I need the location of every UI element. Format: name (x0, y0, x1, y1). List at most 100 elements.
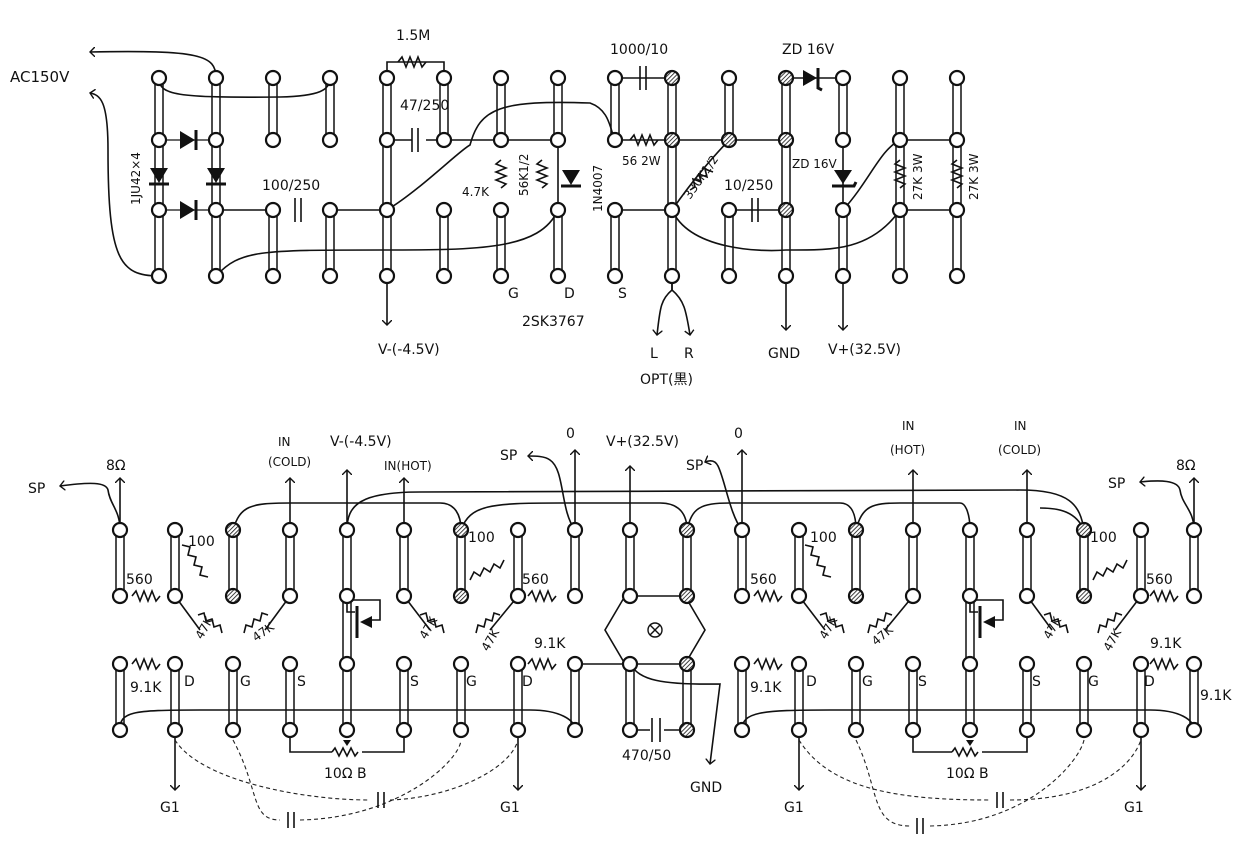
terminal-strip (513, 663, 523, 731)
terminal-strip (439, 209, 449, 277)
label-r47k-8: 47K (1100, 625, 1124, 653)
label-cap-4: 10/250 (724, 178, 773, 194)
solder-node (1075, 655, 1093, 673)
solder-node (733, 721, 751, 739)
solder-node (1018, 587, 1036, 605)
transistor-icon (978, 606, 995, 638)
solder-node (321, 131, 339, 149)
solder-node (777, 131, 795, 149)
solder-node (733, 587, 751, 605)
transistor-icon (355, 606, 372, 638)
solder-node (904, 655, 922, 673)
solder-node (606, 267, 624, 285)
solder-node (207, 201, 225, 219)
solder-node (1132, 721, 1150, 739)
terminal-strip (851, 663, 861, 731)
terminal-strip (285, 529, 295, 597)
terminal-strip (170, 663, 180, 731)
label-r47k-2: 47K (250, 619, 278, 644)
label-sp-mid-left: SP (500, 448, 517, 464)
solder-node (492, 201, 510, 219)
terminal-strip (570, 663, 580, 731)
terminal-strip (399, 529, 409, 597)
solder-node (961, 721, 979, 739)
terminal-strip (553, 77, 563, 141)
label-resistor-4: 56 2W (622, 154, 661, 168)
solder-node (1018, 721, 1036, 739)
solder-node (281, 521, 299, 539)
solder-node (435, 267, 453, 285)
solder-node (150, 267, 168, 285)
solder-node (720, 267, 738, 285)
solder-node (150, 201, 168, 219)
label-r100-4: 100 (1090, 530, 1117, 546)
terminal-strip (1022, 663, 1032, 731)
label-r560-4: 560 (1146, 572, 1173, 588)
label-in-cold-left-sub: (COLD) (268, 455, 311, 469)
diode-icon (206, 168, 226, 186)
resistor-icon (949, 159, 965, 189)
label-zero-1: 0 (566, 426, 575, 442)
label-pin-s: S (297, 674, 306, 690)
capacitor-icon (411, 128, 419, 152)
solder-node (566, 521, 584, 539)
solder-node (321, 69, 339, 87)
label-r91k-5: 9.1K (1200, 688, 1232, 704)
label-pot-right: 10Ω B (946, 766, 989, 782)
label-resistor-7: 27K 3W (967, 153, 981, 200)
resistor-icon (197, 611, 223, 634)
solder-node (224, 587, 242, 605)
label-pin-g: G (240, 674, 251, 690)
terminal-strip (625, 529, 635, 597)
solder-node (1132, 587, 1150, 605)
solder-node (961, 655, 979, 673)
solder-node (663, 267, 681, 285)
solder-node (720, 201, 738, 219)
solder-node (224, 655, 242, 673)
solder-node (207, 69, 225, 87)
terminal-strip (682, 663, 692, 731)
solder-node (1075, 521, 1093, 539)
solder-node (549, 201, 567, 219)
terminal-strip (781, 77, 791, 277)
solder-node (847, 655, 865, 673)
label-filter-cap-1: 100/250 (262, 178, 320, 194)
solder-node (509, 521, 527, 539)
resistor-icon (867, 611, 893, 634)
solder-node (948, 69, 966, 87)
label-zener-1: ZD 16V (782, 42, 835, 58)
solder-node (948, 201, 966, 219)
terminal-strip (228, 663, 238, 731)
solder-node (338, 521, 356, 539)
solder-node (678, 587, 696, 605)
solder-node (1075, 721, 1093, 739)
resistor-icon (527, 656, 557, 672)
terminal-strip (838, 209, 848, 277)
terminal-strip (342, 529, 352, 731)
solder-node (1185, 721, 1203, 739)
label-fet: 2SK3767 (522, 314, 585, 330)
solder-node (492, 267, 510, 285)
label-pin-g: G (466, 674, 477, 690)
label-pin-d: D (184, 674, 195, 690)
solder-node (549, 69, 567, 87)
resistor-icon (527, 588, 557, 604)
solder-node (321, 267, 339, 285)
resistor-icon (629, 132, 659, 148)
terminal-strip (1189, 529, 1199, 597)
terminal-strip (1189, 663, 1199, 731)
terminal-strip (625, 663, 635, 731)
solder-node (264, 267, 282, 285)
label-pin-g: G (508, 286, 519, 302)
resistor-icon (1149, 588, 1179, 604)
resistor-icon (689, 167, 714, 191)
label-gnd: GND (690, 780, 722, 796)
capacitor-icon (294, 198, 302, 222)
solder-node (891, 201, 909, 219)
solder-node (338, 721, 356, 739)
solder-node (777, 69, 795, 87)
label-resistor-3: 56K1/2 (517, 154, 531, 196)
solder-node (395, 521, 413, 539)
terminal-strip (170, 529, 180, 597)
solder-node (166, 587, 184, 605)
